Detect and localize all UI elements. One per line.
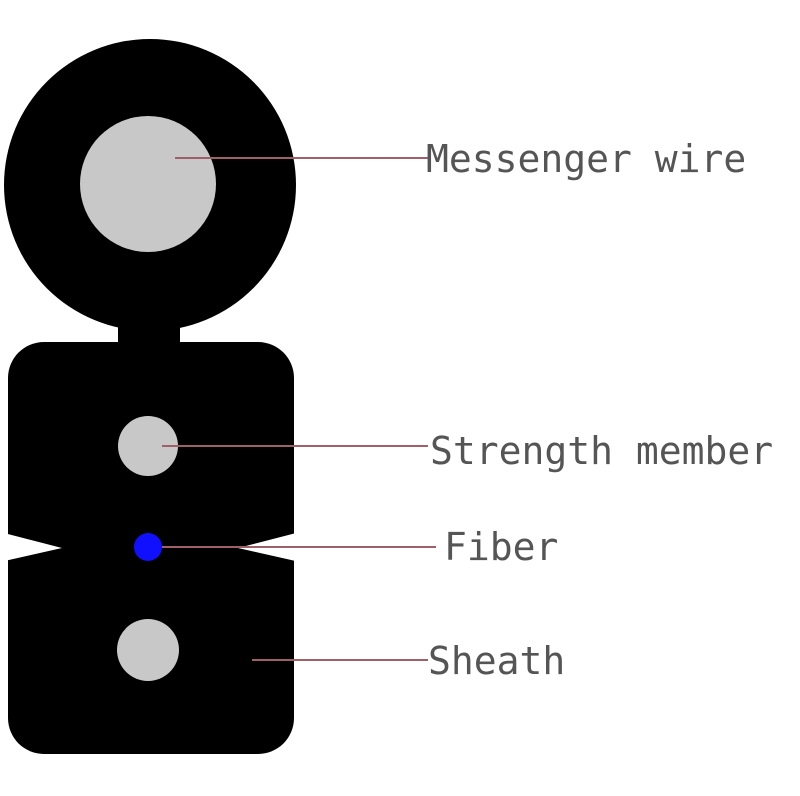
strength-member-top — [118, 416, 178, 476]
label-fiber: Fiber — [444, 525, 559, 569]
left-notch — [0, 532, 62, 562]
messenger-wire-core — [80, 116, 216, 252]
fiber-core — [134, 533, 162, 561]
label-strength-member: Strength member — [430, 429, 774, 473]
label-messenger-wire: Messenger wire — [426, 137, 747, 181]
strength-member-bottom — [117, 619, 179, 681]
label-sheath: Sheath — [428, 639, 566, 683]
